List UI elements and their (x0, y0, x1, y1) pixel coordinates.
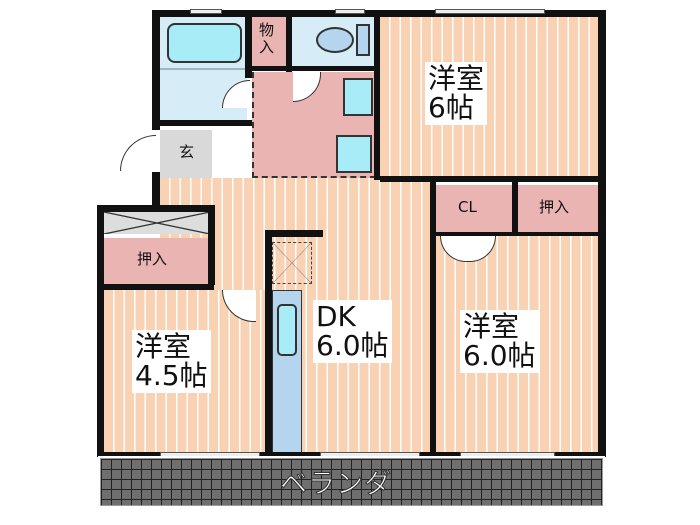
cl-closet (435, 185, 513, 232)
wall (430, 180, 436, 456)
wall (436, 232, 600, 236)
window (160, 452, 260, 457)
wall (104, 284, 214, 290)
veranda (98, 456, 605, 508)
wall (97, 205, 215, 212)
storage-small (252, 16, 286, 66)
window (335, 9, 365, 14)
wall (286, 16, 292, 72)
veranda-label: ベランダ (280, 469, 392, 501)
shelf-x (104, 212, 210, 234)
wall (152, 172, 160, 212)
wall (152, 10, 606, 17)
wall (97, 205, 104, 456)
toilet-icon (316, 27, 354, 53)
closet-right-label: 押入 (539, 198, 570, 216)
bathtub-icon (167, 23, 242, 63)
wall (152, 10, 160, 130)
wall (512, 182, 518, 234)
room-size: 6帖 (428, 91, 474, 125)
wall (380, 176, 600, 182)
wall (265, 230, 323, 237)
wall (208, 205, 215, 285)
refrigerator-space (272, 242, 312, 284)
closet-right (518, 185, 600, 232)
room-size: 6.0帖 (463, 339, 536, 373)
wall (265, 230, 272, 454)
wall (160, 120, 252, 126)
storage-small-label: 物入 (259, 21, 275, 56)
toilet-tank-icon (356, 24, 370, 56)
washing-machine-icon (336, 135, 372, 173)
wall (252, 66, 376, 71)
sink-icon (277, 304, 297, 356)
room-size: 4.5帖 (135, 359, 208, 393)
closet-left (104, 238, 210, 286)
room-name: 洋室 (135, 330, 192, 363)
bedroom-left-label: 洋室 4.5帖 (132, 330, 211, 393)
dk-label: DK 6.0帖 (313, 300, 392, 363)
entrance-label: 玄 (179, 143, 195, 161)
room-size: 6.0帖 (316, 329, 389, 363)
room-name: 洋室 (463, 310, 520, 343)
room-name: 洋室 (428, 62, 485, 95)
closet-left-label: 押入 (137, 250, 168, 268)
wall (374, 16, 380, 180)
window (190, 9, 222, 14)
window (435, 9, 545, 14)
window (460, 452, 555, 457)
wall (598, 10, 606, 456)
bedroom-top-floor (380, 16, 600, 178)
bedroom-right-label: 洋室 6.0帖 (460, 310, 539, 373)
wall (245, 16, 252, 78)
window (320, 452, 420, 457)
cl-label: CL (458, 198, 477, 216)
washbasin-icon (343, 78, 373, 116)
entrance-door[interactable] (120, 135, 156, 171)
bath-divider (160, 68, 247, 70)
bedroom-top-label: 洋室 6帖 (425, 62, 488, 125)
entrance (160, 130, 212, 178)
room-name: DK (316, 300, 356, 333)
